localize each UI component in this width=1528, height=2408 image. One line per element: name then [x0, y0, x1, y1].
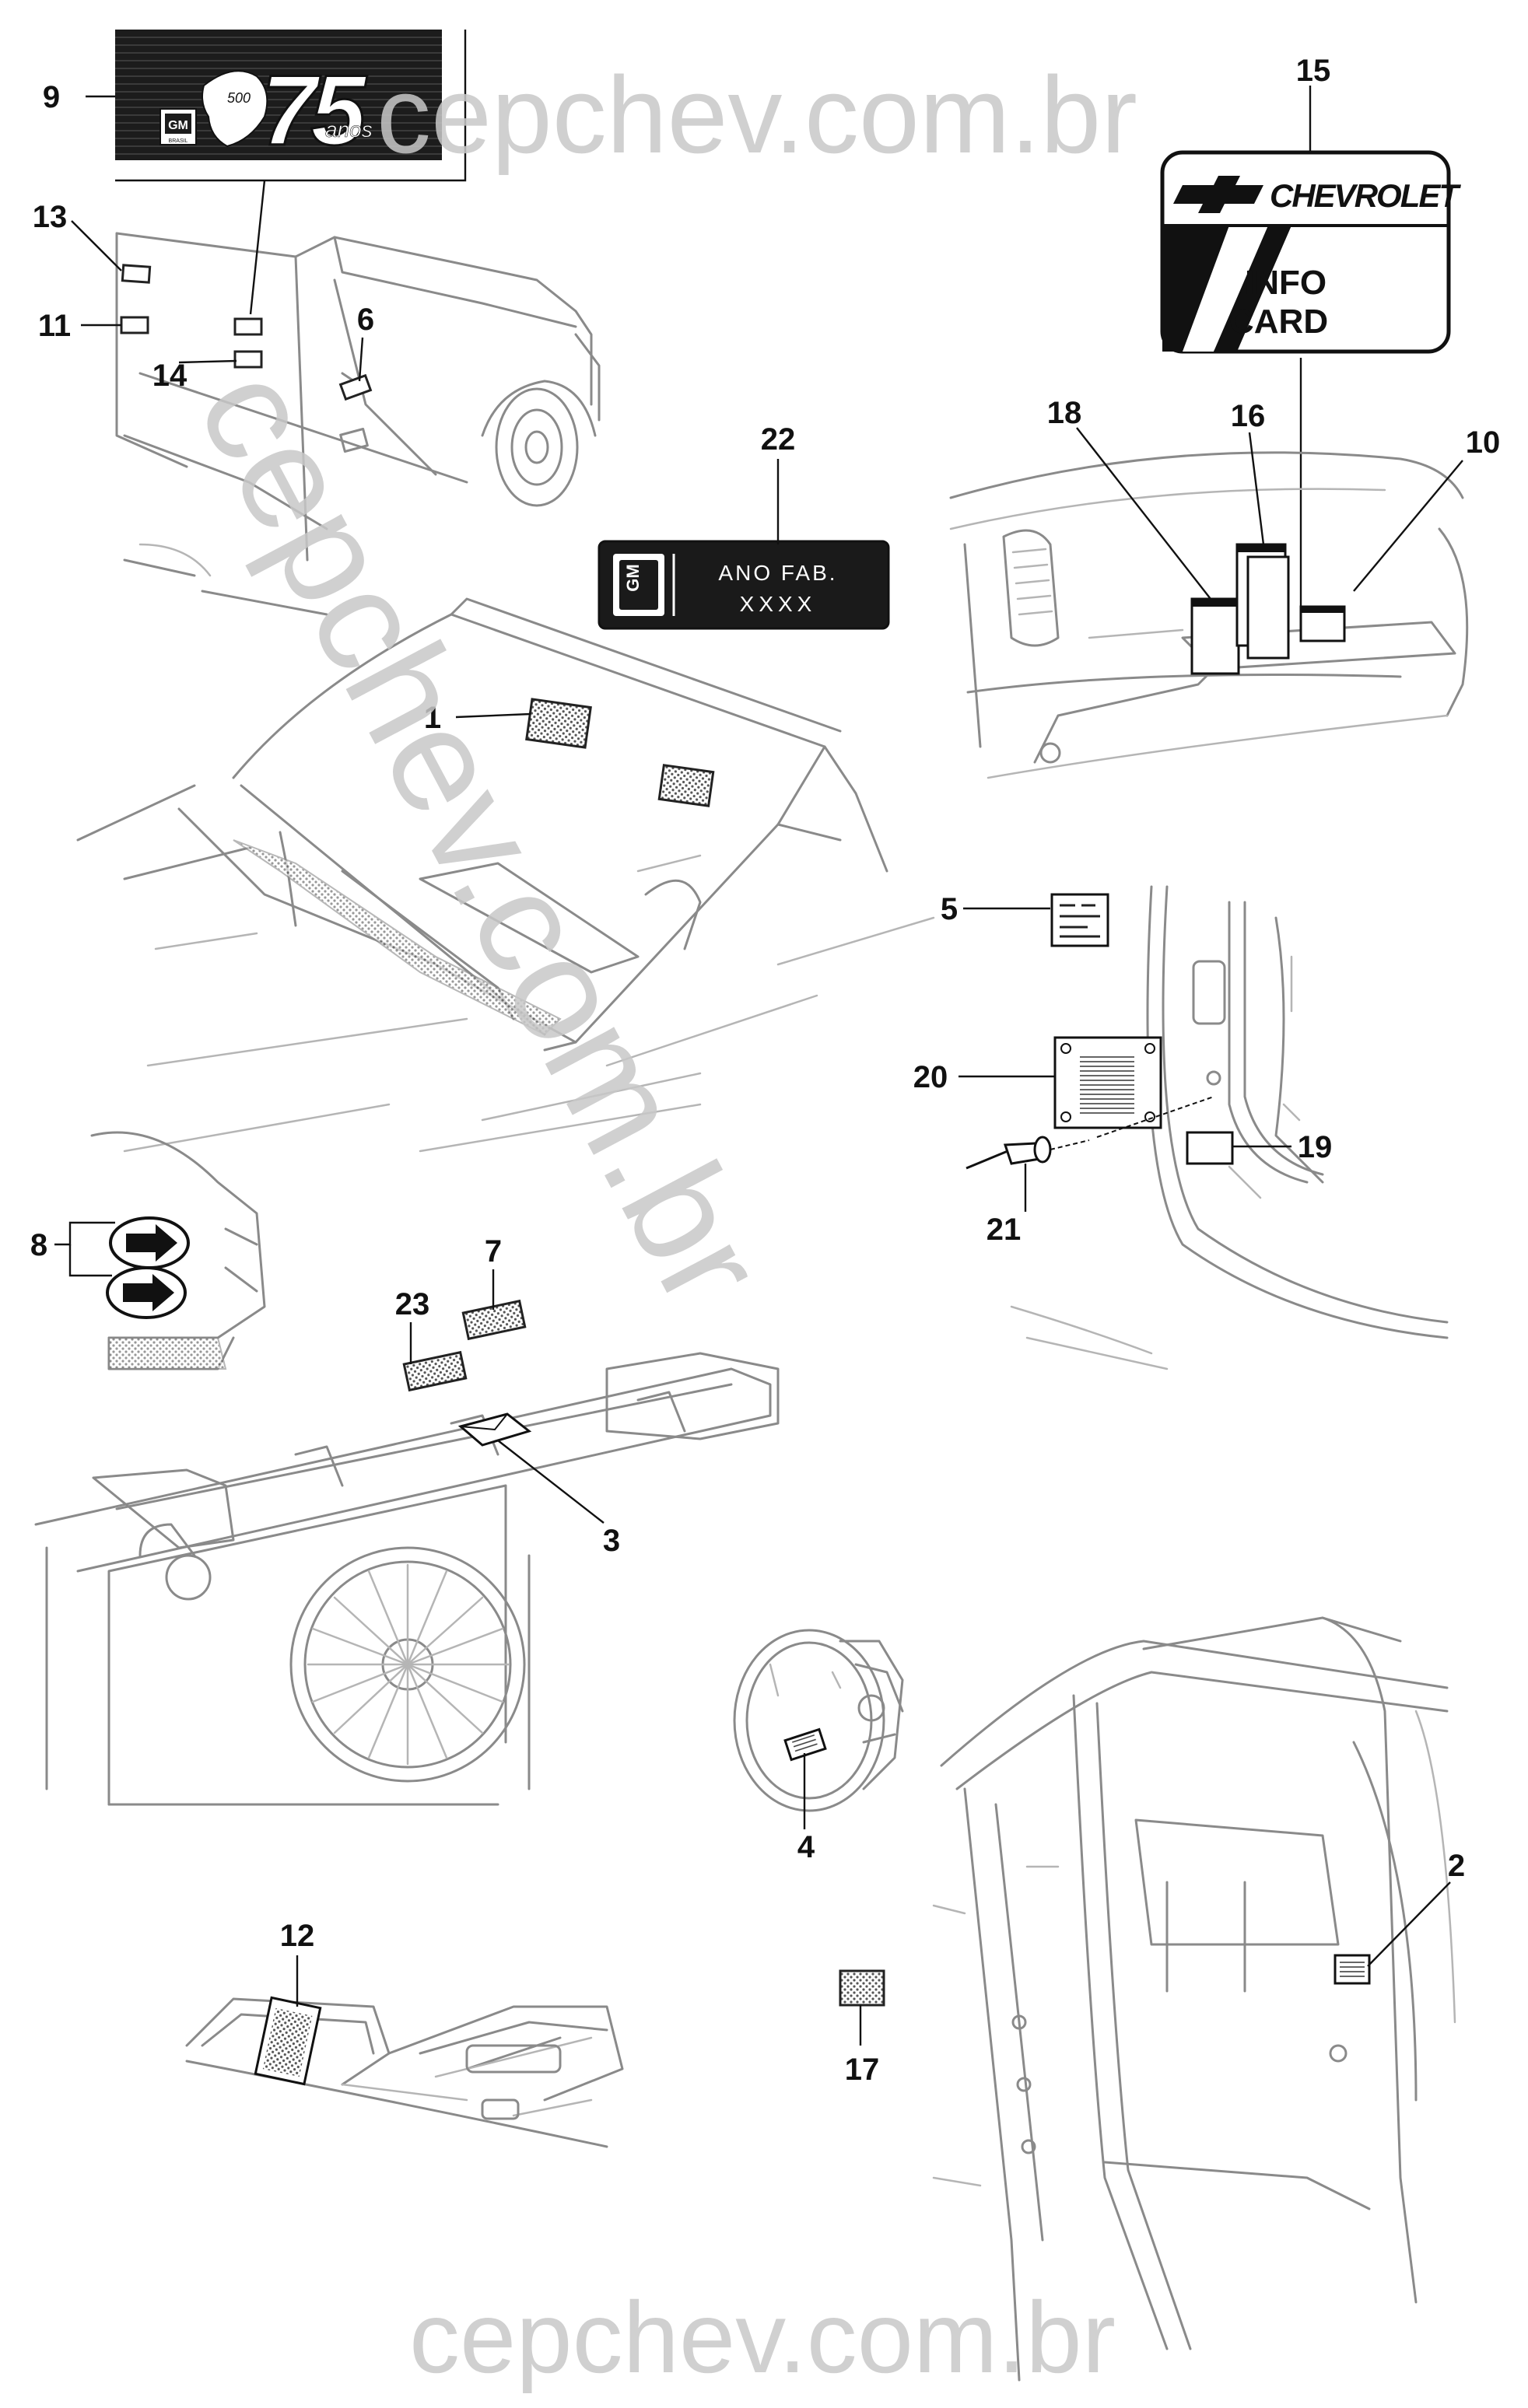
- callout-11: 11: [38, 309, 71, 343]
- decal-3: [457, 1412, 532, 1447]
- watermark-top: cepchev.com.br: [377, 54, 1137, 176]
- brazil-map-icon: [202, 70, 268, 148]
- callout-4: 4: [797, 1830, 815, 1864]
- callout-10: 10: [1466, 425, 1501, 460]
- arrow-right-icon: [123, 1274, 174, 1311]
- callout-19: 19: [1298, 1130, 1333, 1164]
- rivet-21: [966, 1096, 1214, 1170]
- fender-view: [90, 1131, 266, 1370]
- decal-7: [461, 1299, 527, 1341]
- callout-7: 7: [485, 1234, 502, 1269]
- callout-1: 1: [424, 701, 441, 735]
- callout-6: 6: [357, 303, 374, 337]
- info-card-line1: INFO: [1245, 264, 1326, 302]
- label-5: [1050, 893, 1109, 947]
- callout-16: 16: [1231, 399, 1266, 433]
- callout-21: 21: [987, 1213, 1022, 1247]
- callout-20: 20: [913, 1060, 948, 1094]
- ano-fab-gm-text: GM: [623, 564, 643, 591]
- callout-13: 13: [33, 200, 68, 234]
- arrow-right-icon: [126, 1224, 177, 1262]
- callout-2: 2: [1448, 1849, 1465, 1883]
- windshield-sticker-2: [657, 764, 715, 807]
- ano-fab-line2: XXXX: [740, 592, 817, 616]
- label-19: [1186, 1131, 1234, 1165]
- truck-side-view: [115, 232, 601, 616]
- watermark-bottom: cepchev.com.br: [409, 2280, 1116, 2394]
- label-17: [839, 1969, 885, 2007]
- plate-20: [1053, 1036, 1162, 1129]
- callout-5: 5: [941, 892, 958, 926]
- decal-13: [121, 264, 152, 284]
- decal-9-position: [233, 317, 263, 336]
- callout-8: 8: [30, 1228, 47, 1262]
- hub-assembly-view: [733, 1629, 904, 1812]
- door-frame-view: [932, 1616, 1456, 2382]
- windshield-sticker-1: [525, 698, 592, 749]
- callout-18: 18: [1047, 396, 1082, 430]
- callout-17: 17: [845, 2053, 880, 2087]
- interior-roof-view: [185, 1997, 624, 2148]
- info-card-brand: CHEVROLET: [1270, 177, 1461, 214]
- emblem-75-anos: GM BRASIL 500 75 anos: [115, 30, 442, 168]
- decal-6: [338, 373, 373, 401]
- radiator-support-view: [34, 1352, 780, 1806]
- chevrolet-bowtie-icon: [1173, 176, 1263, 213]
- emblem-anos-text: anos: [325, 117, 373, 142]
- decal-11: [120, 316, 149, 334]
- info-card-line2: CARD: [1229, 303, 1328, 341]
- callout-15: 15: [1296, 54, 1331, 88]
- callout-12: 12: [280, 1919, 315, 1953]
- watermark-diagonal: cepchev.com.br: [166, 342, 797, 1331]
- booklet-18: [1190, 597, 1240, 675]
- callout-14: 14: [152, 359, 187, 393]
- info-card: CHEVROLET INFO CARD: [1160, 150, 1463, 354]
- callout-3: 3: [603, 1524, 620, 1558]
- decal-14: [233, 350, 263, 369]
- emblem-gm-text: GM: [168, 119, 188, 132]
- ano-fab-plate: GM ANO FAB. XXXX: [598, 540, 890, 630]
- decal-23: [402, 1350, 468, 1392]
- emblem-gm-sub-text: BRASIL: [169, 138, 188, 144]
- callout-22: 22: [761, 422, 796, 457]
- emblem-75-text: 75: [261, 55, 367, 166]
- windshield-view: [76, 597, 935, 1153]
- emblem-500-text: 500: [227, 90, 251, 106]
- callout-23: 23: [395, 1287, 430, 1321]
- ano-fab-line1: ANO FAB.: [718, 561, 837, 585]
- callout-9: 9: [43, 80, 60, 114]
